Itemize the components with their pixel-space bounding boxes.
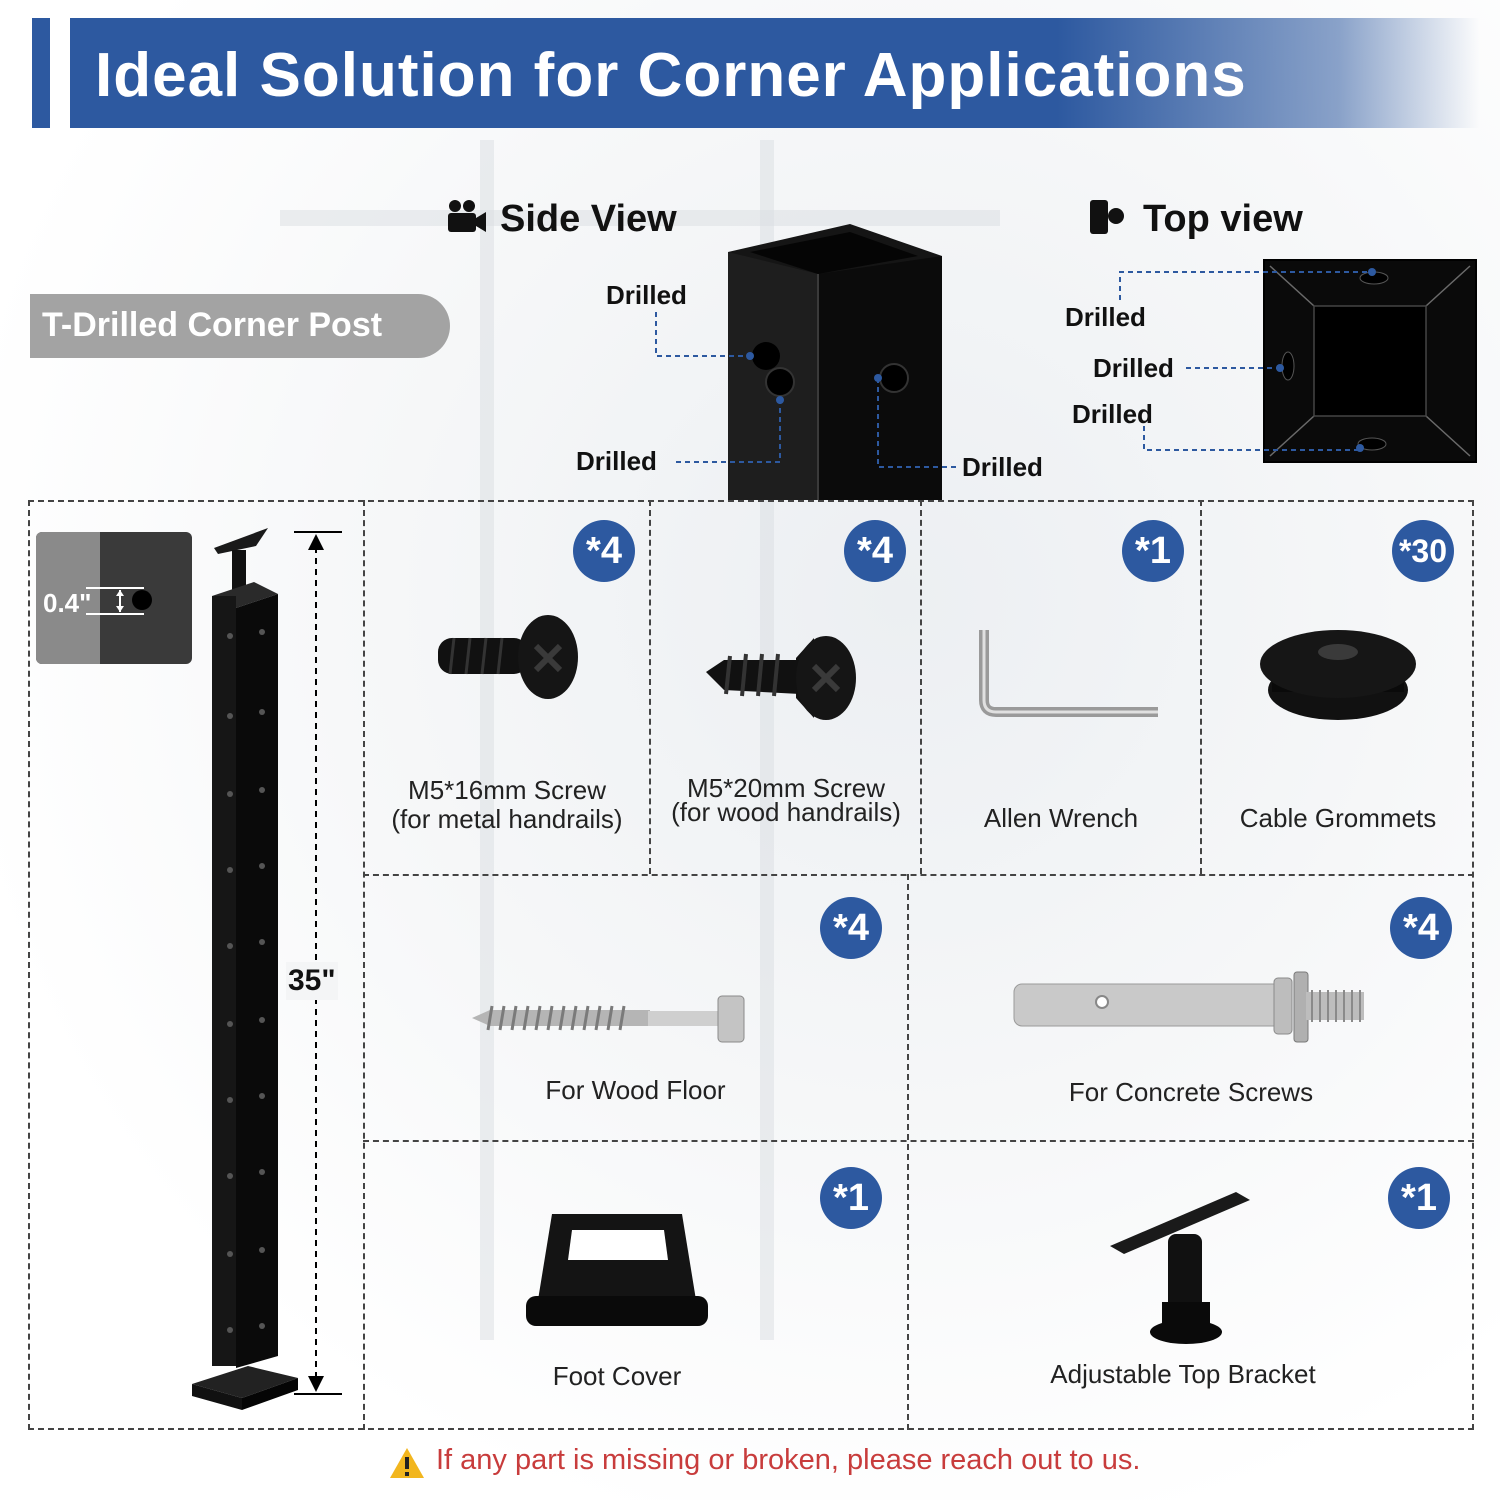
divider — [1200, 500, 1202, 874]
quantity-badge: *30 — [1392, 520, 1454, 582]
item-caption: Foot Cover — [552, 1361, 682, 1391]
quantity-badge: *1 — [1122, 520, 1184, 582]
metal-screw-icon — [438, 615, 578, 699]
header-accent-bar — [32, 18, 50, 128]
quantity-badge: *4 — [573, 520, 635, 582]
side-drilled-label-right: Drilled — [962, 452, 1043, 482]
item-caption: Cable Grommets — [1239, 803, 1437, 833]
item-caption-line1: M5*20mm Screw — [687, 773, 885, 803]
side-view-callout-lines — [655, 312, 960, 468]
divider — [363, 500, 365, 1430]
top-view-callout-lines — [1119, 268, 1376, 452]
item-caption: Adjustable Top Bracket — [1050, 1359, 1316, 1389]
item-caption: M5*16mm Screw (for metal handrails) — [364, 776, 650, 834]
item-caption: For Wood Floor — [545, 1075, 726, 1105]
anchor-bolt-icon — [1013, 971, 1364, 1043]
top-bracket-icon — [1110, 1192, 1250, 1344]
projector-icon — [1090, 200, 1124, 234]
parts-panel — [28, 500, 1474, 1430]
page-title: Ideal Solution for Corner Applications — [95, 41, 1247, 110]
item-caption: M5*20mm Screw (for wood handrails) — [650, 773, 922, 827]
divider — [363, 1140, 1474, 1142]
item-caption-line1: M5*16mm Screw — [408, 775, 606, 805]
allen-wrench-icon — [979, 630, 1158, 717]
height-dimension-line — [294, 531, 342, 1395]
grommet-icon — [1260, 630, 1416, 720]
quantity-badge: *4 — [1390, 897, 1452, 959]
post-name: T-Drilled Corner Post — [42, 306, 383, 344]
item-caption: For Concrete Screws — [1068, 1077, 1314, 1107]
top-drilled-label-2: Drilled — [1093, 353, 1174, 383]
header-banner — [70, 18, 1480, 128]
top-view-post — [1263, 259, 1477, 463]
video-camera-icon — [448, 200, 486, 232]
quantity-badge: *4 — [820, 897, 882, 959]
divider — [363, 874, 1474, 876]
hole-spacing-inset — [36, 532, 192, 664]
corner-post-illustration — [192, 528, 298, 1410]
item-caption-line2: (for metal handrails) — [391, 804, 623, 834]
top-drilled-label-3: Drilled — [1072, 399, 1153, 429]
warning-icon — [390, 1448, 424, 1478]
quantity-badge: *1 — [820, 1167, 882, 1229]
missing-parts-notice: If any part is missing or broken, please… — [436, 1444, 1141, 1476]
post-name-badge: T-Drilled Corner Post — [30, 294, 450, 358]
background-post — [480, 140, 494, 1340]
divider — [649, 500, 651, 874]
divider — [920, 500, 922, 874]
top-view-title: Top view — [1143, 198, 1303, 240]
side-drilled-label-top: Drilled — [606, 280, 687, 310]
quantity-badge: *1 — [1388, 1167, 1450, 1229]
side-view-title: Side View — [500, 198, 677, 240]
post-height-value: 35" — [286, 962, 338, 1000]
top-drilled-label-1: Drilled — [1065, 302, 1146, 332]
divider — [907, 874, 909, 1430]
side-drilled-label-bottom: Drilled — [576, 446, 657, 476]
wood-screw-icon — [706, 636, 856, 720]
item-caption-line2: (for wood handrails) — [671, 797, 901, 827]
foot-cover-icon — [526, 1214, 708, 1326]
item-caption: Allen Wrench — [983, 803, 1139, 833]
lag-screw-icon — [472, 995, 745, 1043]
quantity-badge: *4 — [844, 520, 906, 582]
hole-spacing-value: 0.4" — [43, 588, 92, 618]
